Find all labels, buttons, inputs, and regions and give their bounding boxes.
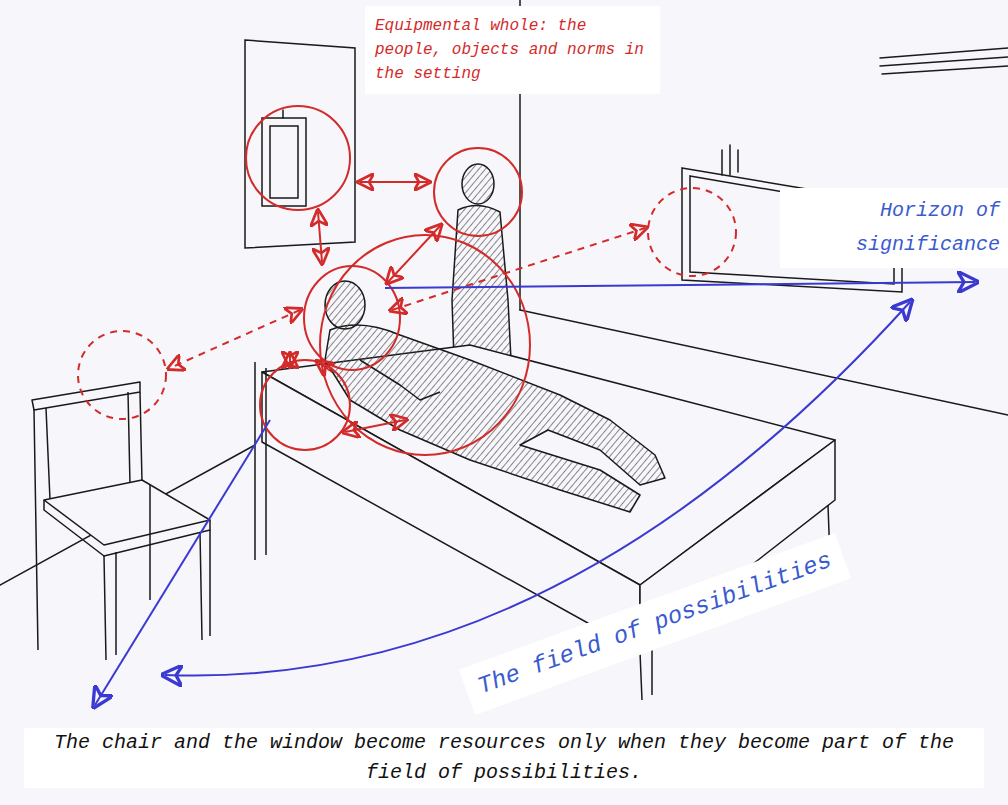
room: [0, 0, 1008, 585]
picture-hook: [282, 110, 284, 118]
blue-label: Horizon of significance: [780, 188, 1008, 268]
red-arrow: [345, 420, 405, 432]
standing-head: [462, 164, 494, 204]
red-circle: [304, 266, 400, 370]
left-window: [245, 40, 355, 248]
chair-seat-edge: [44, 500, 210, 556]
red-dashed-circle: [78, 331, 166, 419]
window-lines: [880, 48, 1008, 74]
picture-frame: [262, 118, 306, 206]
red-label: Equipmental whole: the people, objects a…: [365, 6, 660, 94]
red-dashed-arrow: [392, 228, 645, 310]
red-arrow: [318, 212, 322, 262]
red-circle: [320, 235, 530, 455]
reclining-body: [325, 325, 665, 512]
equipmental-whole: [78, 106, 736, 455]
field-line: [95, 420, 270, 705]
illustration: [0, 0, 1008, 720]
red-circle: [260, 360, 350, 450]
red-dashed-circle: [648, 188, 736, 276]
reclining-person: [325, 281, 665, 512]
red-dashed-arrow: [170, 310, 300, 368]
horizon-line: [385, 282, 975, 288]
window-marks: [722, 145, 738, 175]
red-circle: [434, 148, 522, 236]
red-arrow: [388, 226, 440, 282]
chair-back-rail: [32, 382, 140, 410]
field-curve: [165, 302, 910, 676]
chair: [32, 382, 210, 660]
red-arrow: [289, 355, 291, 365]
floor-line: [0, 445, 255, 585]
red-arrow: [318, 362, 332, 372]
red-circle: [246, 106, 350, 210]
picture-inner: [270, 126, 298, 198]
chair-seat: [44, 480, 210, 545]
chair-legs: [104, 485, 210, 660]
red-arrow: [360, 181, 428, 183]
reclining-head: [325, 281, 365, 329]
caption: The chair and the window become resource…: [24, 728, 984, 788]
